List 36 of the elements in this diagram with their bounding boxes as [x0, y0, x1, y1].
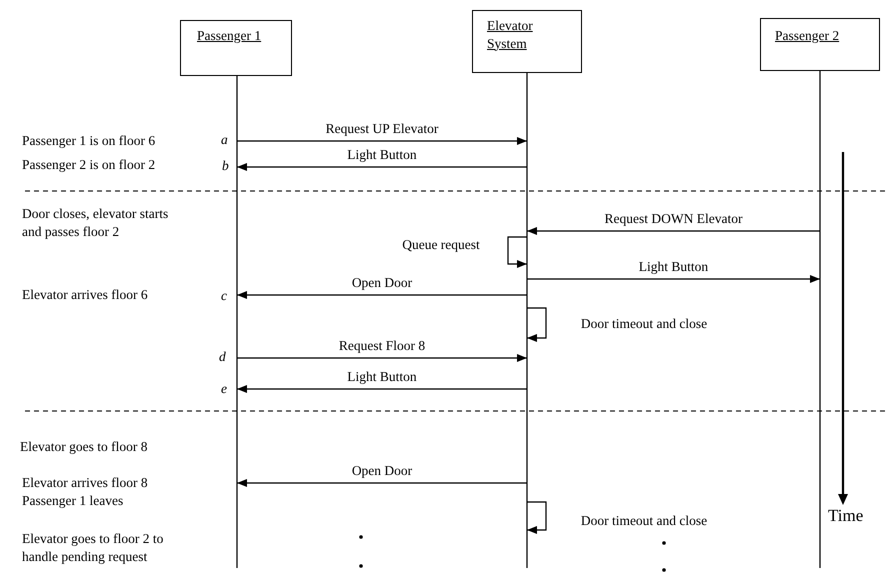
edge-label: Request DOWN Elevator [604, 211, 742, 228]
edge-label: Queue request [402, 237, 480, 254]
note-text: Passenger 2 is on floor 2 [22, 156, 156, 174]
message-arrow [237, 291, 527, 299]
edge-label: Request Floor 8 [338, 338, 426, 354]
step-letter: d [219, 348, 226, 366]
message-arrow [237, 479, 527, 487]
note-text: Elevator arrives floor 6 [22, 286, 148, 304]
note-text: Elevator arrives floor 8 Passenger 1 leaves [22, 474, 149, 510]
message-arrow [527, 227, 820, 235]
message-arrow [237, 137, 527, 145]
step-letter: b [222, 157, 229, 175]
edge-label: Light Button [638, 259, 708, 276]
step-letter: a [221, 131, 228, 149]
message-arrow [527, 275, 820, 283]
step-letter: c [221, 287, 227, 305]
edge-label: Request UP Elevator [326, 121, 438, 138]
participant-name: Elevator System [487, 17, 534, 52]
edge-label: Light Button [347, 369, 417, 386]
axis-label: Time [828, 505, 864, 527]
edge-label: Open Door [352, 275, 412, 292]
edge-label: Light Button [347, 147, 417, 164]
edge-label: Open Door [352, 463, 412, 480]
message-arrow [237, 163, 527, 171]
note-text: Passenger 1 is on floor 6 [22, 132, 156, 150]
participant-name: Passenger 1 [197, 27, 262, 45]
note-text: Door closes, elevator starts and passes floor 2 [22, 205, 170, 242]
message-arrow [527, 501, 547, 534]
message-arrow [237, 385, 527, 393]
step-letter: e [221, 380, 227, 398]
message-arrow [507, 236, 527, 268]
message-arrow [527, 307, 547, 342]
note-text: Elevator goes to floor 2 to handle pending request [22, 530, 164, 566]
message-arrow [237, 354, 527, 362]
note-text: Elevator goes to floor 8 [20, 438, 148, 456]
participant-name: Passenger 2 [775, 27, 840, 45]
